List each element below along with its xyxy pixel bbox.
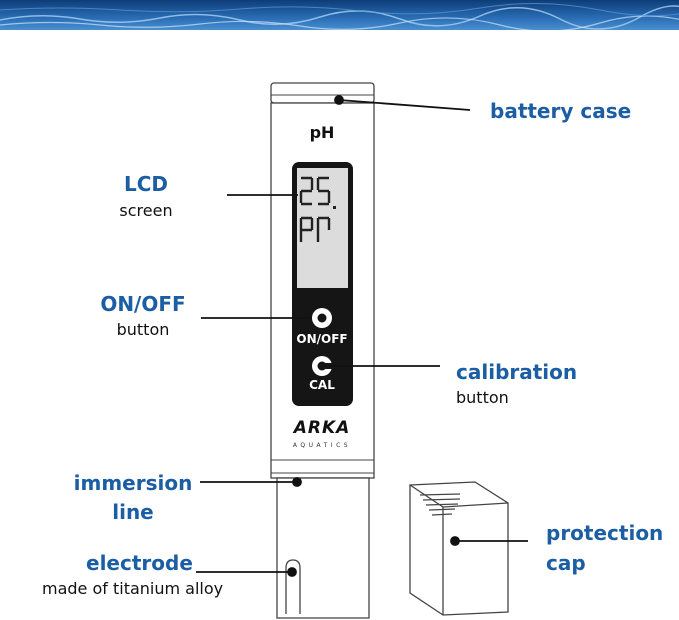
on-off-sublabel: button [116,320,170,339]
lcd-label: LCD [123,172,169,196]
protection-cap [409,481,509,616]
battery-case-leader [338,99,471,111]
battery-case [270,82,375,104]
electrode-sublabel: made of titanium alloy [42,579,224,598]
cal-button[interactable] [312,356,333,376]
calibration-sublabel: button [456,388,509,407]
protection-cap-label: protection [546,521,664,545]
immersion-line-label: immersion [73,471,193,495]
brand-logo: ARKA [292,418,351,438]
water-banner [0,0,679,30]
lcd-digits [299,176,336,242]
brand-subtitle: AQUATICS [293,442,351,449]
lcd-sublabel: screen [119,201,173,220]
ph-label: pH [310,123,335,142]
immersion-line-label-2: line [112,500,154,524]
cal-button-label: CAL [309,378,335,392]
electrode-label: electrode [86,551,193,575]
battery-case-label: battery case [490,99,632,123]
on-off-button-label: ON/OFF [296,332,347,346]
protection-cap-label-2: cap [546,551,586,575]
calibration-label: calibration [456,360,578,384]
on-off-label: ON/OFF [100,292,186,316]
lcd-screen [297,168,348,288]
water-banner-graphic [0,0,679,30]
on-off-button[interactable] [312,308,332,328]
